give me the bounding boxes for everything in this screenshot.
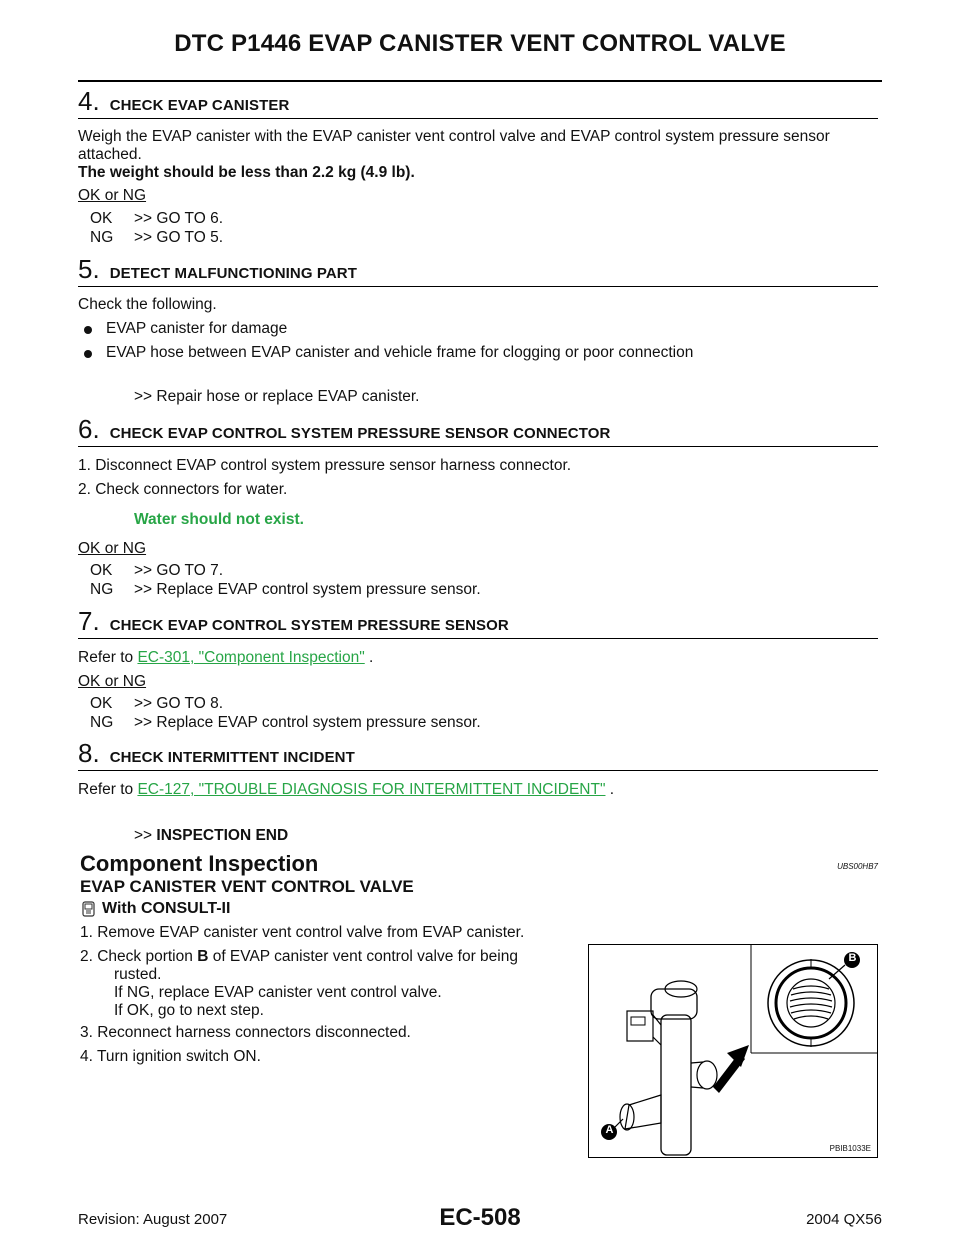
revision-label: Revision: August 2007 (78, 1211, 228, 1228)
step-7-refer: Refer to EC-301, "Component Inspection" … (78, 649, 373, 667)
step-number: 6. (78, 414, 100, 444)
page-title: DTC P1446 EVAP CANISTER VENT CONTROL VAL… (174, 30, 786, 57)
ok-or-ng-label: OK or NG (78, 673, 147, 690)
step-5: 5. DETECT MALFUNCTIONING PART (78, 256, 878, 287)
list-item: EVAP canister for damage (78, 320, 693, 338)
step-text: of EVAP canister vent control valve for … (208, 948, 518, 965)
step-rule (78, 638, 878, 639)
procedure-step-1: 1. Remove EVAP canister vent control val… (80, 924, 525, 941)
refer-text: . (364, 649, 374, 666)
step-number: 5. (78, 254, 100, 284)
step-4-text: Weigh the EVAP canister with the EVAP ca… (78, 128, 830, 182)
reference-link[interactable]: EC-301, "Component Inspection" (137, 649, 365, 666)
step-7: 7. CHECK EVAP CONTROL SYSTEM PRESSURE SE… (78, 608, 878, 639)
bullet-text: EVAP canister for damage (106, 320, 288, 337)
step-5-intro: Check the following. (78, 296, 217, 313)
figure-label-a: A (605, 1124, 614, 1136)
bullet-icon (84, 350, 92, 358)
procedure-step-4: 4. Turn ignition switch ON. (80, 1048, 261, 1065)
step-8: 8. CHECK INTERMITTENT INCIDENT (78, 740, 878, 771)
step-5-action: >> Repair hose or replace EVAP canister. (134, 388, 420, 405)
step-8-refer: Refer to EC-127, "TROUBLE DIAGNOSIS FOR … (78, 781, 614, 799)
result-value: >> GO TO 7. (134, 562, 224, 579)
step-rule (78, 286, 878, 287)
step-4: 4. CHECK EVAP CANISTER (78, 88, 878, 119)
step-title: CHECK INTERMITTENT INCIDENT (109, 749, 355, 766)
result-key: OK (90, 210, 113, 227)
step-number: 7. (78, 606, 100, 636)
step-7-results: OK >> GO TO 8. NG >> Replace EVAP control … (90, 694, 481, 732)
step-6-item-2: 2. Check connectors for water. (78, 481, 288, 498)
portion-label: B (197, 948, 209, 965)
result-value: >> GO TO 5. (134, 229, 224, 246)
consult-label: With CONSULT-II (102, 900, 231, 917)
subsection-title: EVAP CANISTER VENT CONTROL VALVE (80, 877, 414, 896)
result-value: >> GO TO 6. (134, 210, 224, 227)
step-text: If NG, replace EVAP canister vent contro… (114, 984, 442, 1001)
refer-text: Refer to (78, 781, 138, 798)
step-6-item-1: 1. Disconnect EVAP control system pressu… (78, 457, 572, 474)
result-key: OK (90, 562, 113, 579)
result-key: NG (90, 714, 114, 731)
consult-icon (82, 901, 95, 917)
list-item: EVAP hose between EVAP canister and vehi… (78, 344, 693, 362)
refer-text: . (605, 781, 615, 798)
valve-figure: B A PBIB1033E (588, 944, 878, 1158)
step-text: 2. Check portion (80, 948, 198, 965)
step-text: rusted. (114, 966, 162, 983)
step-title: DETECT MALFUNCTIONING PART (109, 265, 357, 282)
inspection-end: >> INSPECTION END (134, 827, 288, 845)
text-line: attached. (78, 146, 142, 163)
step-rule (78, 770, 878, 771)
figure-code: PBIB1033E (829, 1144, 871, 1153)
step-title: CHECK EVAP CANISTER (109, 97, 290, 114)
step-title: CHECK EVAP CONTROL SYSTEM PRESSURE SENSO… (109, 617, 509, 634)
step-number: 4. (78, 86, 100, 116)
ok-or-ng-label: OK or NG (78, 187, 147, 204)
section-code: UBS00HB7 (837, 862, 878, 871)
step-4-results: OK >> GO TO 6. NG >> GO TO 5. (90, 209, 223, 247)
step-rule (78, 118, 878, 119)
step-6-results: OK >> GO TO 7. NG >> Replace EVAP control … (90, 561, 481, 599)
page-number: EC-508 (439, 1204, 521, 1231)
bullet-text: EVAP hose between EVAP canister and vehi… (106, 344, 694, 361)
text-line: Weigh the EVAP canister with the EVAP ca… (78, 128, 830, 145)
result-key: NG (90, 581, 114, 598)
step-text: If OK, go to next step. (114, 1002, 264, 1019)
result-value: >> GO TO 8. (134, 695, 224, 712)
result-value: >> Replace EVAP control system pressure … (134, 581, 481, 598)
end-prefix: >> (134, 827, 157, 844)
ok-or-ng-label: OK or NG (78, 540, 147, 557)
figure-label-b: B (848, 952, 857, 964)
step-5-bullets: EVAP canister for damage EVAP hose betwe… (78, 320, 693, 362)
result-key: OK (90, 695, 113, 712)
end-label: INSPECTION END (156, 827, 289, 844)
reference-link[interactable]: EC-127, "TROUBLE DIAGNOSIS FOR INTERMITT… (137, 781, 606, 798)
procedure-step-3: 3. Reconnect harness connectors disconne… (80, 1024, 411, 1041)
step-number: 8. (78, 738, 100, 768)
consult-heading: With CONSULT-II (80, 900, 230, 918)
procedure-step-2: 2. Check portion B of EVAP canister vent… (80, 948, 580, 1020)
spec-note: Water should not exist. (134, 511, 304, 528)
valve-illustration (601, 945, 877, 1156)
spec-note: The weight should be less than 2.2 kg (4… (78, 164, 415, 181)
step-rule (78, 446, 878, 447)
step-title: CHECK EVAP CONTROL SYSTEM PRESSURE SENSO… (109, 425, 611, 442)
section-title: Component Inspection (80, 851, 319, 876)
result-value: >> Replace EVAP control system pressure … (134, 714, 481, 731)
result-key: NG (90, 229, 114, 246)
bullet-icon (84, 326, 92, 334)
model-label: 2004 QX56 (806, 1211, 882, 1228)
refer-text: Refer to (78, 649, 138, 666)
step-6: 6. CHECK EVAP CONTROL SYSTEM PRESSURE SE… (78, 416, 878, 447)
header-rule (78, 80, 882, 82)
